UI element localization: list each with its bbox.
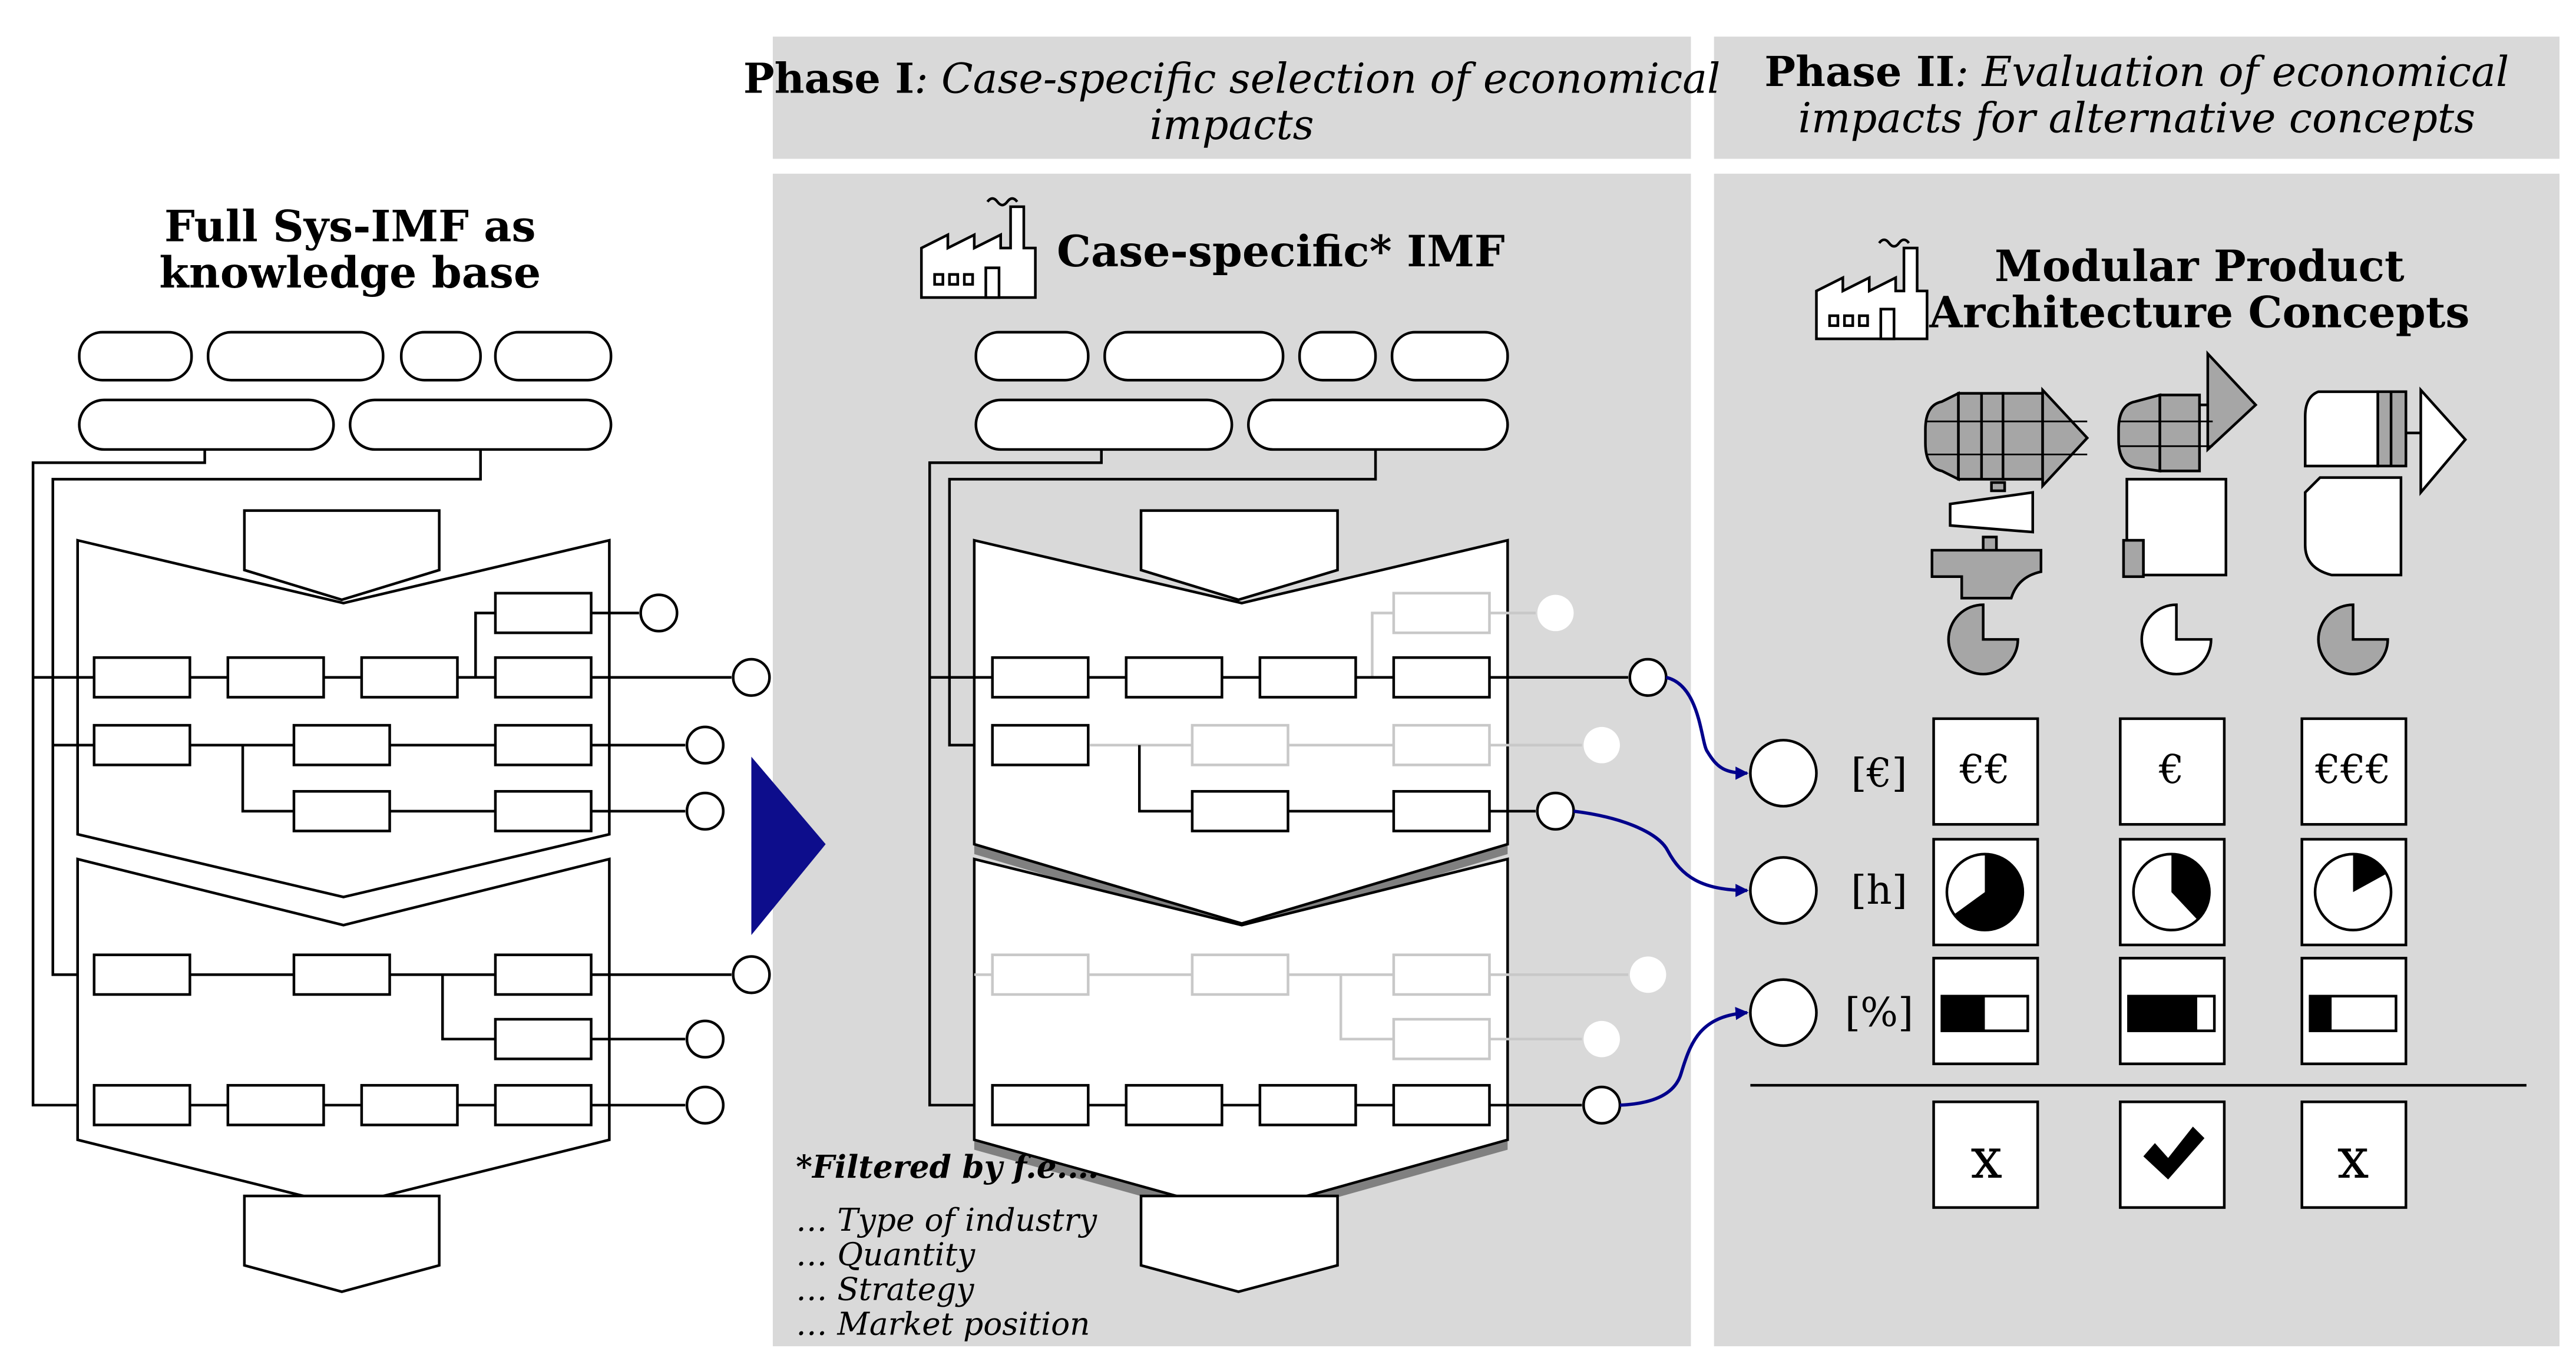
concept-2-share-bar <box>2128 996 2197 1031</box>
decision-row: x x <box>1932 1100 2408 1209</box>
phase1-panel-title: Case-specific* IMF <box>1057 227 1505 277</box>
concept-1-share-bar <box>1942 996 1985 1031</box>
phase2-header-box <box>1714 37 2560 159</box>
footnote-item: … Quantity <box>796 1237 975 1273</box>
metric-label-share: [%] <box>1845 989 1913 1035</box>
concept-2-decision-check-icon <box>2143 1126 2205 1179</box>
concept-1-time-pie <box>1954 854 2023 930</box>
metric-label-cost: [€] <box>1851 750 1907 796</box>
factory-icon <box>1815 238 1929 341</box>
metric-row-time: [h] <box>1749 838 2408 947</box>
phase2-panel-title-line1: Modular Product <box>1995 242 2405 292</box>
concept-3-architecture <box>2304 386 2468 676</box>
phase1-header: Phase I: Case-specific selection of econ… <box>743 54 1721 103</box>
phase2-header-line2: impacts for alternative concepts <box>1798 94 2475 143</box>
concept-3-cost: €€€ <box>2314 746 2390 792</box>
metric-label-time: [h] <box>1851 867 1907 913</box>
concept-3-share-bar <box>2310 996 2332 1031</box>
left-title-line2: knowledge base <box>159 248 541 298</box>
phase1-header-line2: impacts <box>1150 101 1314 149</box>
metric-row-cost: [€] €€ € €€€ <box>1749 717 2408 826</box>
metric-node-time <box>1749 856 1818 925</box>
metric-node-share <box>1749 978 1818 1048</box>
transition-arrow <box>751 756 826 936</box>
faded-output-nodes <box>1537 594 1666 1058</box>
selected-paths <box>930 656 1668 1126</box>
concept-1-architecture <box>1924 386 2089 676</box>
footnote-item: … Type of industry <box>796 1202 1097 1238</box>
impact-connectors <box>1573 676 1749 1107</box>
concept-3-time-pie <box>2353 854 2387 893</box>
footnote-item: … Strategy <box>796 1271 974 1308</box>
metric-row-share: [%] <box>1749 957 2408 1065</box>
full-imf-structure <box>31 331 771 1293</box>
concept-2-time-pie <box>2171 854 2210 920</box>
factory-icon <box>920 197 1037 299</box>
concept-1-cost: €€ <box>1959 746 2010 792</box>
phase1-header-box <box>772 37 1691 159</box>
metric-node-cost <box>1749 739 1818 808</box>
footnote-title: *Filtered by f.e.… <box>796 1148 1099 1185</box>
concept-3-decision: x <box>2337 1126 2369 1191</box>
footnote-item: … Market position <box>796 1306 1090 1342</box>
concept-1-decision: x <box>1970 1126 2002 1191</box>
concept-2-cost: € <box>2158 746 2184 792</box>
phase2-panel-title-line2: Architecture Concepts <box>1929 288 2469 338</box>
left-title-line1: Full Sys-IMF as <box>164 202 536 252</box>
filtered-out-elements <box>974 592 1628 1060</box>
phase2-header: Phase II: Evaluation of economical <box>1764 47 2509 96</box>
concept-2-architecture <box>2117 350 2258 676</box>
